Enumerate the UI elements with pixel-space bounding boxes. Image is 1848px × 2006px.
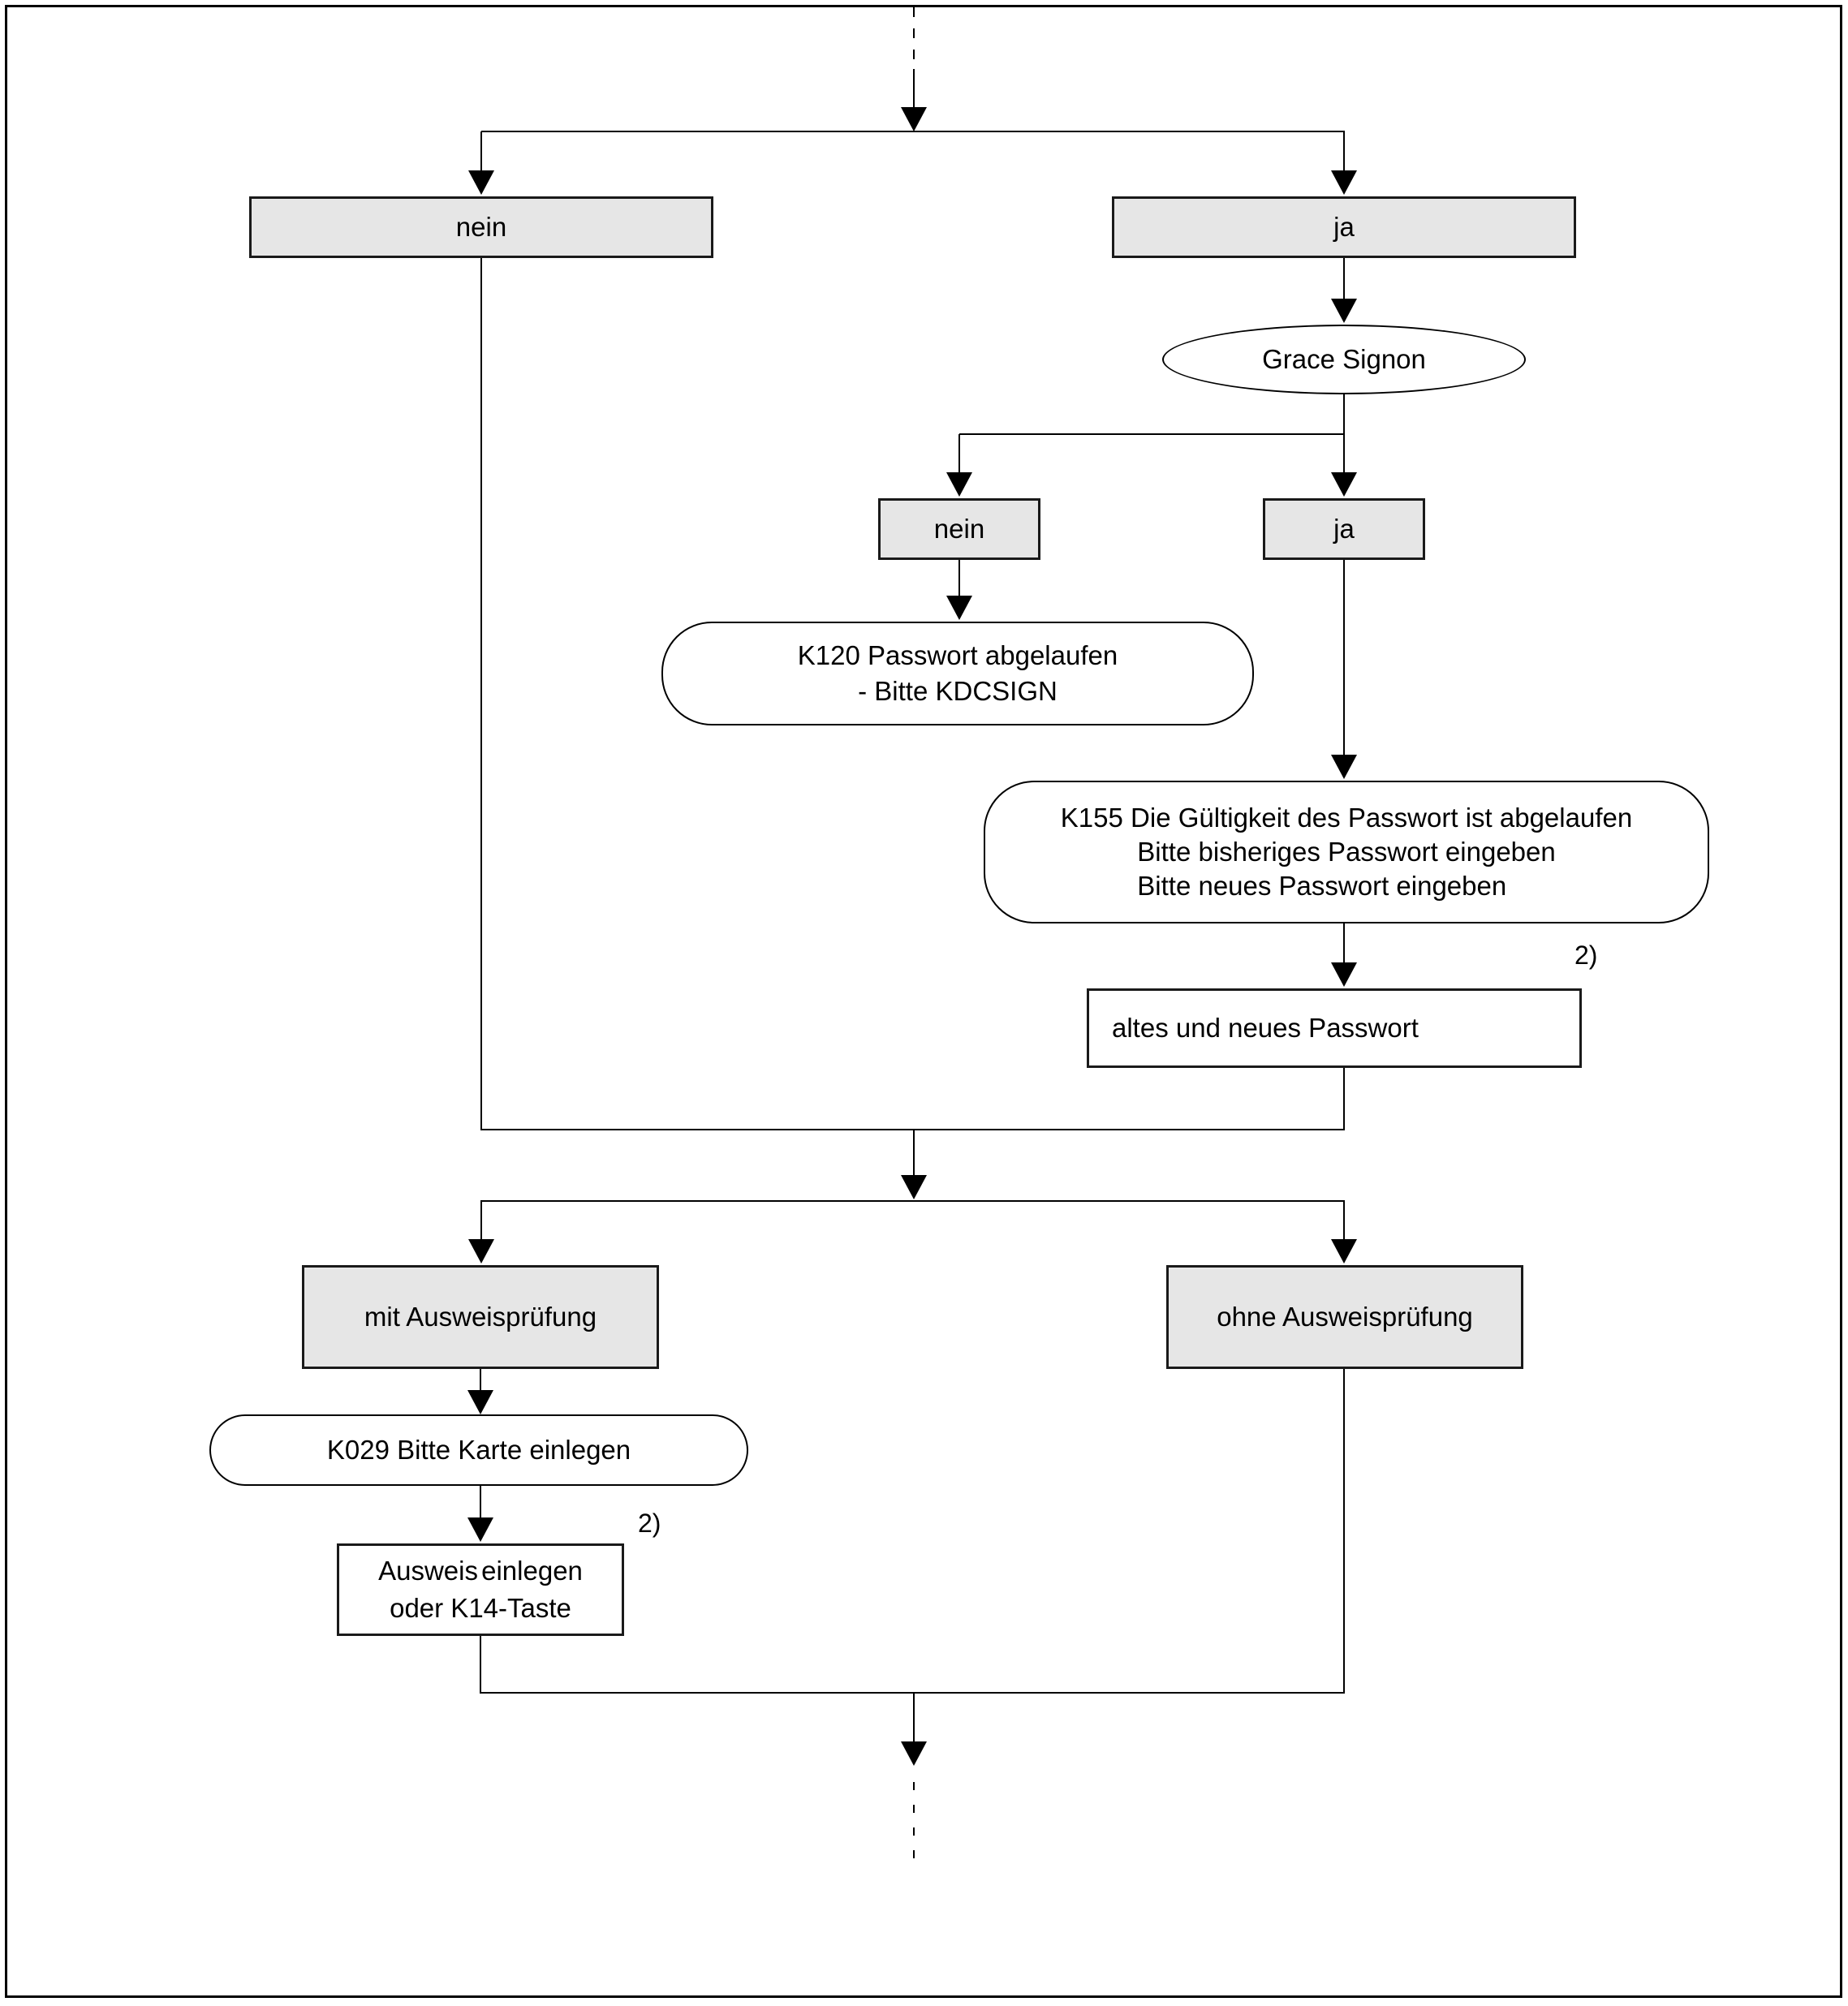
arrow-down-icon (468, 1239, 494, 1263)
arrow-down-icon (901, 107, 927, 131)
grace-signon-ellipse: Grace Signon (1162, 325, 1526, 394)
k029-message-box: K029 Bitte Karte einlegen (209, 1414, 748, 1486)
arrow-down-icon (1331, 755, 1357, 779)
k155-line1: K155 Die Gültigkeit des Passwort ist abg… (1060, 803, 1633, 833)
k155-line2: Bitte bisheriges Passwort eingeben (1137, 837, 1556, 867)
card-entry-footnote: 2) (638, 1509, 661, 1538)
connector-line (913, 1693, 915, 1741)
card-entry-box: Ausweis einlegen oder K14-Taste (337, 1543, 624, 1636)
connector-line (480, 1486, 481, 1517)
password-entry-box: altes und neues Passwort (1087, 988, 1582, 1068)
page-border (5, 5, 1842, 1998)
connector-line (1343, 258, 1345, 299)
branch1-ja-label: ja (1333, 212, 1355, 242)
branch3-line (480, 1200, 1345, 1202)
without-id-check-label: ohne Ausweisprüfung (1217, 1302, 1473, 1332)
with-id-check-label: mit Ausweisprüfung (364, 1302, 597, 1332)
k155-sub-lines: Bitte bisheriges Passwort eingeben Bitte… (985, 835, 1708, 903)
merge2-line (480, 1692, 1345, 1694)
connector-line (480, 1201, 482, 1239)
branch2-ja-box: ja (1263, 498, 1425, 560)
connector-line (958, 560, 960, 596)
outgoing-dashed-connector (913, 1782, 915, 1858)
nein-bypass-line (480, 258, 482, 1130)
password-entry-footnote: 2) (1574, 941, 1598, 970)
connector-line (1343, 923, 1345, 962)
connector-line (1343, 131, 1345, 170)
connector-line (958, 434, 960, 472)
branch2-ja-label: ja (1333, 514, 1355, 544)
arrow-down-icon (946, 596, 972, 620)
branch2-nein-label: nein (933, 514, 985, 544)
branch2-line (959, 433, 1345, 435)
arrow-down-icon (901, 1175, 927, 1199)
k155-message-box: K155 Die Gültigkeit des Passwort ist abg… (984, 781, 1709, 923)
branch1-line (481, 131, 1345, 132)
arrow-down-icon (901, 1741, 927, 1766)
k120-line1: K120 Passwort abgelaufen (797, 640, 1118, 670)
arrow-down-icon (1331, 472, 1357, 497)
branch1-nein-box: nein (249, 196, 713, 258)
card-entry-line2: oder K14-Taste (390, 1593, 571, 1623)
connector-line (913, 1130, 915, 1175)
arrow-down-icon (1331, 1239, 1357, 1263)
grace-signon-label: Grace Signon (1262, 344, 1426, 374)
branch1-nein-label: nein (455, 212, 507, 242)
connector-line (1343, 560, 1345, 755)
arrow-down-icon (467, 1517, 493, 1542)
connector-line (1343, 1068, 1345, 1130)
connector-line (1343, 434, 1345, 472)
incoming-dashed-connector (913, 7, 915, 69)
arrow-down-icon (1331, 962, 1357, 987)
arrow-down-icon (946, 472, 972, 497)
arrow-down-icon (467, 1390, 493, 1414)
k120-line2: - Bitte KDCSIGN (858, 676, 1058, 706)
arrow-down-icon (1331, 170, 1357, 195)
k029-label: K029 Bitte Karte einlegen (326, 1435, 631, 1465)
with-id-check-box: mit Ausweisprüfung (302, 1265, 659, 1369)
connector-line (480, 1636, 481, 1693)
password-entry-label: altes und neues Passwort (1112, 1013, 1419, 1043)
connector-line (480, 1369, 481, 1390)
k120-message-box: K120 Passwort abgelaufen - Bitte KDCSIGN (661, 622, 1254, 725)
branch2-nein-box: nein (878, 498, 1040, 560)
incoming-connector (913, 69, 915, 109)
connector-line (1343, 394, 1345, 434)
k155-line3: Bitte neues Passwort eingeben (1137, 871, 1507, 901)
merge1-line (480, 1129, 1345, 1130)
arrow-down-icon (1331, 299, 1357, 323)
card-entry-line1: Ausweis einlegen (378, 1556, 583, 1586)
branch1-ja-box: ja (1112, 196, 1576, 258)
k155-sub-block: Bitte bisheriges Passwort eingeben Bitte… (1137, 835, 1555, 903)
connector-line (1343, 1201, 1345, 1239)
connector-line (1343, 1369, 1345, 1693)
connector-line (480, 131, 482, 170)
without-id-check-box: ohne Ausweisprüfung (1166, 1265, 1523, 1369)
arrow-down-icon (468, 170, 494, 195)
